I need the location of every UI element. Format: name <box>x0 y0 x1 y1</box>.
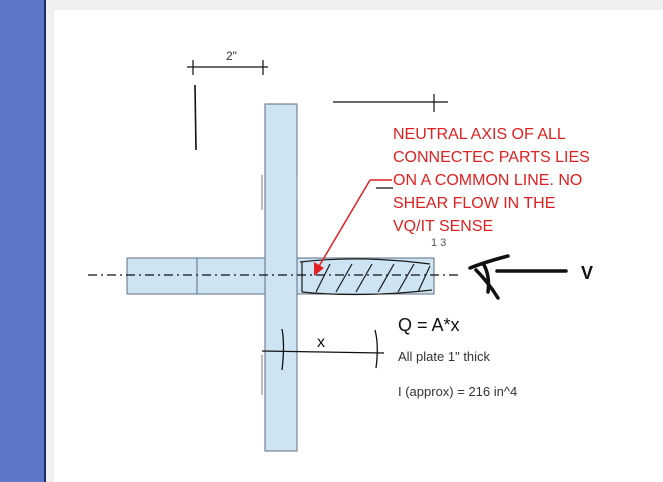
note-line-5: VQ/IT SENSE <box>393 218 493 235</box>
drawing-canvas: 2" <box>54 10 663 482</box>
x-dimension <box>261 328 385 371</box>
top-right-dimension-stub <box>333 94 448 189</box>
left-plate-inner <box>196 257 266 295</box>
dimension-2in: 2" <box>187 49 268 151</box>
dimension-label: 2" <box>226 49 237 63</box>
left-sidebar <box>0 0 46 482</box>
force-label: V <box>581 263 593 283</box>
inertia-note: I (approx) = 216 in^4 <box>398 384 517 399</box>
left-plate-outer <box>126 257 198 295</box>
x-label: x <box>317 334 325 351</box>
thickness-note: All plate 1" thick <box>398 349 491 364</box>
formula: Q = A*x <box>398 315 460 335</box>
annotation-arrow <box>314 179 392 276</box>
shear-flow-diagram: 2" <box>88 49 593 452</box>
vertical-plate <box>264 103 298 452</box>
note-line-3: ON A COMMON LINE. NO <box>393 172 582 189</box>
note-line-2: CONNECTEC PARTS LIES <box>393 149 590 166</box>
right-plate-hatching <box>299 258 433 296</box>
note-line-1: NEUTRAL AXIS OF ALL <box>393 126 566 143</box>
neutral-axis-note: NEUTRAL AXIS OF ALL CONNECTEC PARTS LIES… <box>393 126 590 235</box>
partial-label: 1 3 <box>431 237 446 249</box>
force-v-arrow <box>468 254 568 300</box>
note-line-4: SHEAR FLOW IN THE <box>393 195 555 212</box>
